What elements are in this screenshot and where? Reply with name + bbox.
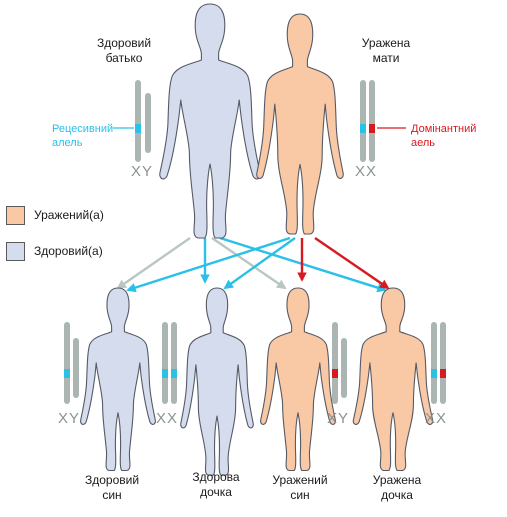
- child1-x-chromosome-allele: [64, 369, 70, 378]
- child3-genotype: XY: [327, 410, 350, 427]
- child4-x1-chromosome: [431, 322, 437, 404]
- mother-x1-chromosome: [360, 80, 366, 162]
- mother-figure: [256, 13, 344, 235]
- mother-label: Уражена мати: [361, 36, 411, 65]
- dominant-allele-label: Домінантний аель: [411, 123, 477, 149]
- child3-x-chromosome-allele: [332, 369, 338, 378]
- child1-figure: [80, 287, 156, 472]
- mother-x1-chromosome-allele: [360, 124, 366, 133]
- child4-figure: [352, 287, 434, 472]
- child1-genotype: XY: [58, 410, 81, 427]
- arrow-1: [116, 237, 191, 290]
- arrow-6: [223, 237, 296, 290]
- child3-y-chromosome: [341, 338, 347, 398]
- father-figure: [159, 3, 261, 239]
- child4-label: Уражена дочка: [372, 473, 422, 502]
- child1-label: Здоровий син: [84, 473, 140, 502]
- child4-x1-chromosome-allele: [431, 369, 437, 378]
- father-x-chromosome: [135, 80, 141, 162]
- child3-label: Уражений син: [272, 473, 328, 502]
- father-genotype: XY: [131, 163, 154, 180]
- child2-genotype: XX: [156, 410, 179, 427]
- father-y-chromosome: [145, 93, 151, 153]
- child3-figure: [260, 287, 336, 472]
- legend-healthy-label: Здоровий(а): [34, 244, 103, 258]
- child4-x2-chromosome-allele: [440, 369, 446, 378]
- legend-affected-label: Уражений(а): [34, 208, 104, 222]
- legend-affected-swatch: [6, 206, 25, 225]
- child4-genotype: XX: [425, 410, 448, 427]
- recessive-allele-label: Рецесивний алель: [52, 123, 114, 149]
- child3-x-chromosome: [332, 322, 338, 404]
- child2-x1-chromosome-allele: [162, 369, 168, 378]
- child2-label: Здорова дочка: [192, 470, 240, 499]
- mother-genotype: XX: [355, 163, 378, 180]
- father-x-chromosome-allele: [135, 124, 141, 133]
- child2-figure: [180, 287, 254, 476]
- arrow-3: [211, 237, 287, 290]
- mother-x2-chromosome: [369, 80, 375, 162]
- child2-x2-chromosome-allele: [171, 369, 177, 378]
- child2-x1-chromosome: [162, 322, 168, 404]
- child1-x-chromosome: [64, 322, 70, 404]
- father-label: Здоровий батько: [96, 36, 152, 65]
- arrow-8: [314, 237, 390, 290]
- child1-y-chromosome: [73, 338, 79, 398]
- arrow-5: [126, 236, 291, 293]
- child2-x2-chromosome: [171, 322, 177, 404]
- legend-healthy-swatch: [6, 242, 25, 261]
- child4-x2-chromosome: [440, 322, 446, 404]
- mother-x2-chromosome-allele: [369, 124, 375, 133]
